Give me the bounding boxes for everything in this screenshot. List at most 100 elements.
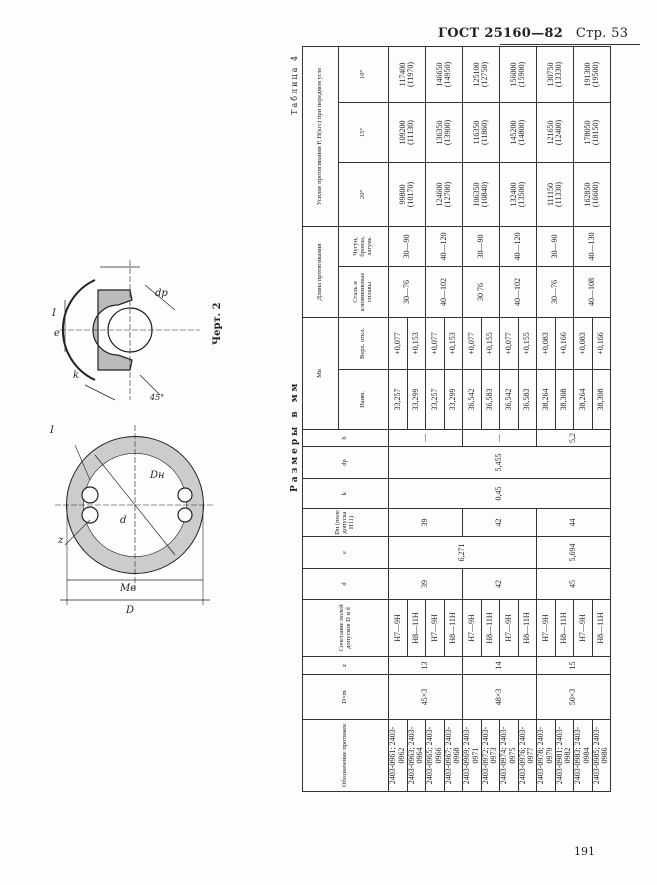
cell-f15: 145200 (14800)	[499, 102, 537, 163]
cell-f20: 124600 (12700)	[425, 162, 463, 227]
cell-mv-dev: +0,155	[481, 317, 500, 370]
col-len-cast: Чугун, бронза, латунь	[338, 226, 389, 267]
label-angle: 45°	[150, 393, 165, 402]
col-mv-dev: Верх. откл.	[338, 317, 389, 370]
cell-len-steel: 30 76	[462, 266, 500, 318]
cell-len-steel: 40—102	[425, 266, 463, 318]
cell-designation: 2403-0976; 2403-0977	[518, 719, 537, 792]
cell-designation: 2403-0985; 2403-0986	[592, 719, 611, 792]
cell-len-cast: 40—120	[425, 226, 463, 267]
cell-tol: H7—9H	[462, 599, 481, 657]
cell-d: 39	[388, 568, 463, 600]
cell-len-cast: 30—90	[536, 226, 574, 267]
col-dn: Dн (поле допуска H11)	[302, 508, 389, 537]
cell-mv-dev: +0,083	[536, 317, 555, 370]
cell-f15: 178050 (18150)	[573, 102, 611, 163]
cell-mv-nom: 36,583	[518, 369, 537, 430]
cell-designation: 2403-0978; 2403-0979	[536, 719, 555, 792]
cell-len-steel: 40—102	[499, 266, 537, 318]
page-number: 191	[574, 845, 595, 858]
cell-mv-dev: +0,153	[407, 317, 426, 370]
label-dp: dp	[155, 288, 168, 299]
table-title: Размеры в мм	[290, 380, 300, 492]
cell-designation: 2403-0983; 2403-0984	[573, 719, 592, 792]
col-force: Усилие протягивания P, Н(кгс) при передн…	[302, 46, 339, 227]
cell-dn: 39	[388, 508, 463, 537]
rotated-table-block: Размеры в мм Таблица 4 Обозначение протя…	[290, 44, 620, 792]
cell-f10: 146650 (14950)	[425, 46, 463, 103]
col-tolerance: Сочетание полей допусков D и d	[302, 599, 389, 657]
cell-designation: 2403-0981; 2403-0982	[555, 719, 574, 792]
drawing-figure-2	[55, 260, 215, 605]
cell-z: 13	[388, 656, 463, 675]
cell-designation: 2403-0967; 2403-0968	[444, 719, 463, 792]
cell-mv-nom: 38,264	[573, 369, 592, 430]
label-k: k	[73, 370, 80, 381]
label-d: d	[120, 515, 127, 526]
page-label: Стр. 53	[575, 26, 629, 41]
cell-dn: 42	[462, 508, 537, 537]
cell-designation: 2403-0969; 2403-0971	[462, 719, 481, 792]
cell-tol: H7—9H	[388, 599, 407, 657]
cell-f15: 116350 (11860)	[462, 102, 500, 163]
label-detail: I	[52, 308, 56, 319]
cell-mv-nom: 38,264	[536, 369, 555, 430]
col-force-20: 20°	[338, 162, 389, 227]
table-number: Таблица 4	[290, 54, 299, 115]
cell-tol: H8—11H	[555, 599, 574, 657]
cell-f10: 156000 (15900)	[499, 46, 537, 103]
cell-tol: H7—9H	[573, 599, 592, 657]
col-force-15: 15°	[338, 102, 389, 163]
cell-mv-nom: 36,542	[499, 369, 518, 430]
cell-k: 0,45	[388, 478, 611, 509]
cell-designation: 2403-0965; 2403-0966	[425, 719, 444, 792]
col-dp: dp	[302, 446, 389, 479]
cell-designation: 2403-0974; 2403-0975	[499, 719, 518, 792]
cell-designation: 2403-0963; 2403-0964	[407, 719, 426, 792]
col-d: d	[302, 568, 389, 600]
cell-mv-nom: 36,583	[481, 369, 500, 430]
label-D: D	[126, 605, 135, 616]
cell-tol: H8—11H	[444, 599, 463, 657]
cell-dxm: 48×3	[462, 674, 537, 720]
cell-h: 5,2	[536, 429, 611, 447]
cell-tol: H8—11H	[407, 599, 426, 657]
cell-mv-dev: +0,077	[462, 317, 481, 370]
col-length: Длина протягивания	[302, 226, 339, 318]
cell-mv-nom: 33,299	[407, 369, 426, 430]
broach-dimensions-table: Обозначение протяжек D×m z Сочетание пол…	[302, 46, 611, 792]
label-Dn: Dн	[150, 470, 165, 481]
cell-dn: 44	[536, 508, 611, 537]
cell-tol: H8—11H	[592, 599, 611, 657]
cell-f20: 162850 (16600)	[573, 162, 611, 227]
figure-caption: Черт. 2	[212, 302, 223, 345]
col-mv: Mв	[302, 317, 339, 430]
cell-f15: 109200 (11130)	[388, 102, 426, 163]
cell-mv-nom: 33,299	[444, 369, 463, 430]
cell-mv-dev: +0,077	[499, 317, 518, 370]
cell-tol: H7—9H	[536, 599, 555, 657]
col-force-10: 10°	[338, 46, 389, 103]
cell-mv-nom: 38,308	[592, 369, 611, 430]
cell-mv-nom: 33,257	[425, 369, 444, 430]
cell-len-steel: 30—76	[388, 266, 426, 318]
cell-f10: 191300 (19500)	[573, 46, 611, 103]
detail-drawing	[60, 260, 200, 401]
label-e: e	[54, 328, 60, 339]
cell-h: —	[462, 429, 537, 447]
cell-mv-nom: 38,308	[555, 369, 574, 430]
cell-mv-dev: +0,155	[518, 317, 537, 370]
col-designation: Обозначение протяжек	[302, 719, 389, 792]
cell-tol: H8—11H	[518, 599, 537, 657]
col-z: z	[302, 656, 389, 675]
cell-f10: 117400 (11970)	[388, 46, 426, 103]
cell-d: 42	[462, 568, 537, 600]
cell-z: 15	[536, 656, 611, 675]
col-e: e	[302, 536, 389, 569]
cell-f20: 99800 (10170)	[388, 162, 426, 227]
cell-f20: 132400 (13500)	[499, 162, 537, 227]
